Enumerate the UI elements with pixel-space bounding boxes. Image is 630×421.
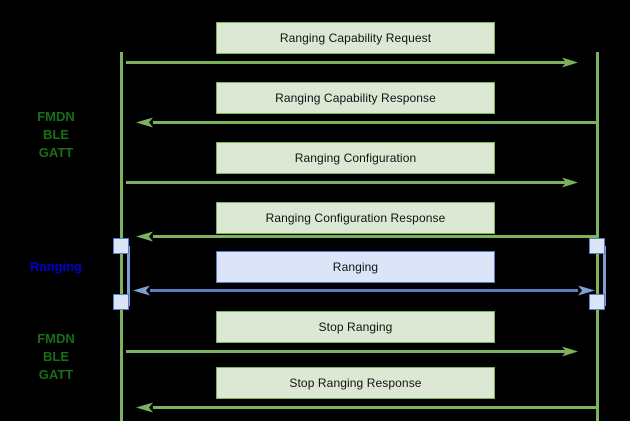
group-label-fmdn-ble-gatt-bottom: FMDN BLE GATT <box>0 330 112 384</box>
lifeline-left <box>120 52 123 421</box>
message-arrow-ranging-capability-response <box>136 117 597 128</box>
activation-box-left-start <box>113 238 129 254</box>
group-label-ranging: Ranging <box>0 258 112 276</box>
group-label-line: FMDN <box>37 331 75 346</box>
message-arrow-ranging-configuration <box>126 177 578 188</box>
activation-box-left-end <box>113 294 129 310</box>
message-box-ranging-capability-request: Ranging Capability Request <box>216 22 495 54</box>
message-box-ranging-configuration-response: Ranging Configuration Response <box>216 202 495 234</box>
message-label: Ranging Capability Request <box>279 31 432 45</box>
activation-box-right-end <box>589 294 605 310</box>
group-label-line: FMDN <box>37 109 75 124</box>
message-arrow-ranging-configuration-response <box>136 231 597 242</box>
message-label: Ranging Configuration Response <box>265 211 446 225</box>
message-arrow-stop-ranging-response <box>136 402 597 413</box>
activation-link-left <box>127 246 130 306</box>
group-label-fmdn-ble-gatt-top: FMDN BLE GATT <box>0 108 112 162</box>
message-label: Ranging Capability Response <box>275 91 436 105</box>
group-label-line: GATT <box>38 145 74 160</box>
message-label: Stop Ranging <box>318 320 393 334</box>
message-box-stop-ranging: Stop Ranging <box>216 311 495 343</box>
group-label-line: BLE <box>43 127 69 142</box>
group-label-line: BLE <box>43 349 69 364</box>
message-box-ranging-configuration: Ranging Configuration <box>216 142 495 174</box>
message-arrow-stop-ranging <box>126 346 578 357</box>
message-arrow-ranging-bidirectional <box>133 285 595 296</box>
message-box-ranging: Ranging <box>216 251 495 283</box>
lifeline-right <box>596 52 599 421</box>
group-label-line: GATT <box>38 367 74 382</box>
activation-box-right-start <box>589 238 605 254</box>
message-label: Ranging Configuration <box>294 151 417 165</box>
message-box-stop-ranging-response: Stop Ranging Response <box>216 367 495 399</box>
activation-link-right <box>603 246 606 306</box>
message-label: Stop Ranging Response <box>289 376 422 390</box>
group-label-line: Ranging <box>30 259 82 274</box>
message-label: Ranging <box>332 260 379 274</box>
message-arrow-ranging-capability-request <box>126 57 578 68</box>
message-box-ranging-capability-response: Ranging Capability Response <box>216 82 495 114</box>
